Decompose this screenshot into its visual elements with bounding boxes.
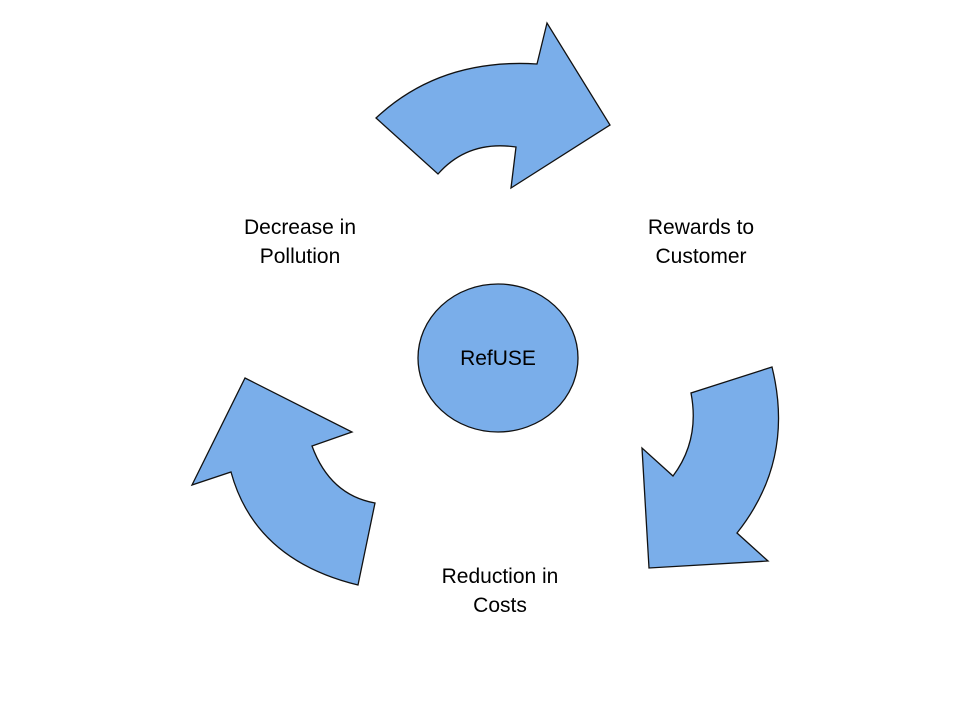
node-label-line: Customer [655,245,747,268]
arrow-pollution-to-rewards [375,21,611,190]
node-label-pollution: Decrease in Pollution [200,213,400,271]
arrow-rewards-to-costs [641,366,780,569]
center-label: RefUSE [460,347,536,370]
node-label-line: Rewards to [647,216,755,239]
node-label-line: Pollution [259,245,341,268]
node-label-costs: Reduction in Costs [400,562,600,620]
node-label-line: Costs [473,594,527,617]
center-node [417,283,579,433]
arrow-costs-to-pollution [190,377,376,586]
node-label-rewards: Rewards to Customer [601,213,801,271]
node-label-line: Decrease in [243,216,357,239]
node-label-line: Reduction in [441,565,559,588]
